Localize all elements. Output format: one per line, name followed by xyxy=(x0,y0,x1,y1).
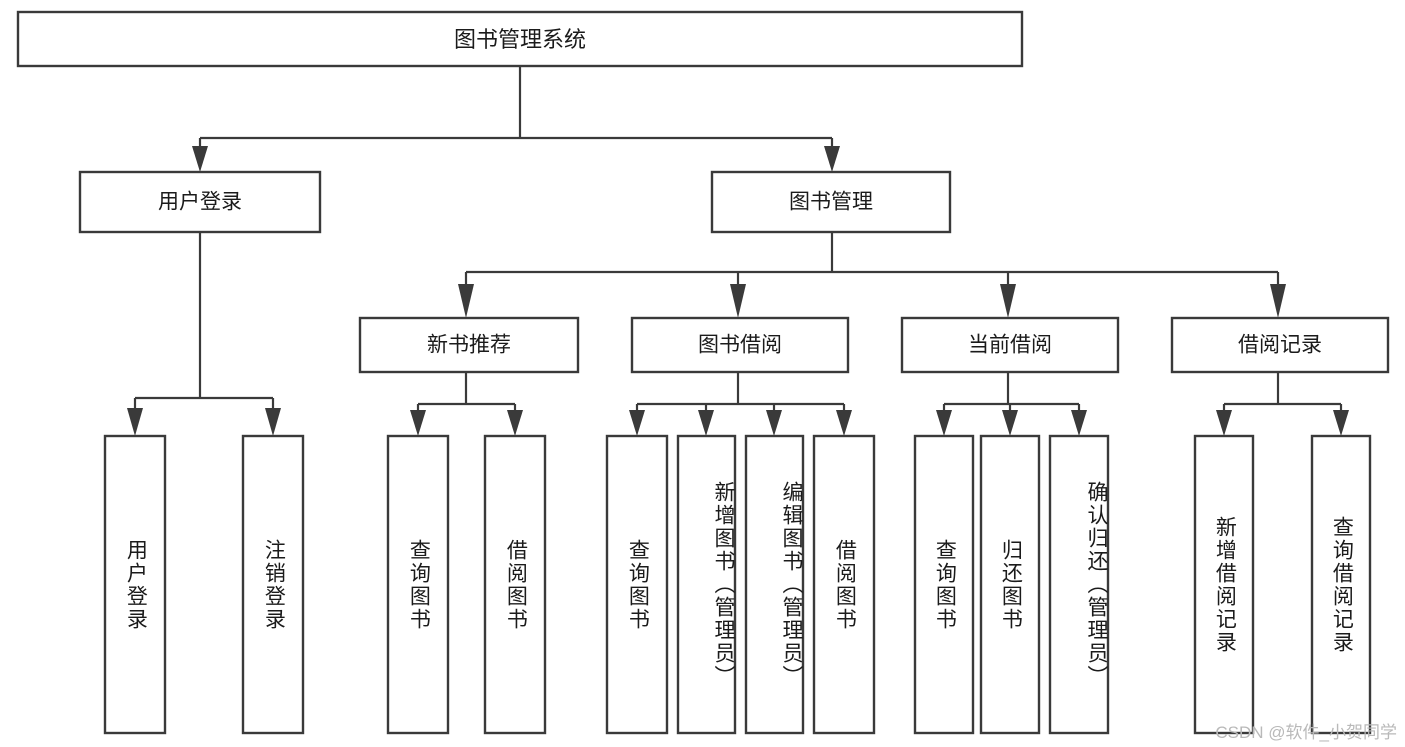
arrow-to-user-login-icon xyxy=(192,146,208,172)
node-root-box[interactable] xyxy=(16,10,1024,68)
connectors-borrow-record-to-leaves xyxy=(1216,372,1349,436)
arrow-leaf-logout-icon xyxy=(265,408,281,436)
connectors-book-borrow-to-leaves xyxy=(629,372,852,436)
arrow-leaf-borrow-book-1-icon xyxy=(507,410,523,436)
node-book-manage-label: 图书管理 xyxy=(789,191,873,214)
arrow-leaf-user-login-icon xyxy=(127,408,143,436)
node-borrow-record-box[interactable] xyxy=(1170,316,1390,374)
node-current-borrow-box[interactable] xyxy=(900,316,1120,374)
node-book-borrow[interactable]: 图书借阅 xyxy=(630,316,850,374)
leaf-borrow-book-1-box[interactable] xyxy=(483,434,547,735)
node-root-label: 图书管理系统 xyxy=(454,27,586,52)
arrow-book-borrow-icon xyxy=(730,284,746,318)
node-book-borrow-label: 图书借阅 xyxy=(698,334,782,357)
leaf-logout-box[interactable] xyxy=(241,434,305,735)
node-borrow-record[interactable]: 借阅记录 xyxy=(1170,316,1390,374)
node-user-login-box[interactable] xyxy=(78,170,322,234)
node-current-borrow[interactable]: 当前借阅 xyxy=(900,316,1120,374)
leaf-add-book-box[interactable] xyxy=(676,434,737,735)
arrow-leaf-query-book-3-icon xyxy=(936,410,952,436)
connectors-root-to-level2 xyxy=(192,66,840,172)
connectors-current-borrow-to-leaves xyxy=(936,372,1087,436)
node-new-book-rec[interactable]: 新书推荐 xyxy=(358,316,580,374)
leaf-edit-book-box[interactable] xyxy=(744,434,805,735)
node-book-manage-box[interactable] xyxy=(710,170,952,234)
arrow-leaf-confirm-return-icon xyxy=(1071,410,1087,436)
leaf-confirm-return-box[interactable] xyxy=(1048,434,1110,735)
leaf-boxes xyxy=(103,434,1372,735)
node-borrow-record-label: 借阅记录 xyxy=(1238,334,1322,357)
leaf-query-record-box[interactable] xyxy=(1310,434,1372,735)
node-root[interactable]: 图书管理系统 xyxy=(16,10,1024,68)
arrow-leaf-add-record-icon xyxy=(1216,410,1232,436)
arrow-leaf-return-book-icon xyxy=(1002,410,1018,436)
node-new-book-rec-label: 新书推荐 xyxy=(427,334,511,357)
leaf-query-book-2-box[interactable] xyxy=(605,434,669,735)
arrow-current-borrow-icon xyxy=(1000,284,1016,318)
node-user-login[interactable]: 用户登录 xyxy=(78,170,322,234)
arrow-leaf-borrow-book-2-icon xyxy=(836,410,852,436)
leaf-borrow-book-2-box[interactable] xyxy=(812,434,876,735)
arrow-leaf-query-book-1-icon xyxy=(410,410,426,436)
arrow-to-book-manage-icon xyxy=(824,146,840,172)
leaf-user-login-box[interactable] xyxy=(103,434,167,735)
node-user-login-label: 用户登录 xyxy=(158,191,242,214)
arrow-leaf-edit-book-icon xyxy=(766,410,782,436)
node-current-borrow-label: 当前借阅 xyxy=(968,334,1052,357)
leaf-query-book-3-box[interactable] xyxy=(913,434,975,735)
arrow-new-book-rec-icon xyxy=(458,284,474,318)
connectors-user-login-to-leaves xyxy=(127,232,281,436)
node-book-manage[interactable]: 图书管理 xyxy=(710,170,952,234)
leaf-add-record-box[interactable] xyxy=(1193,434,1255,735)
csdn-watermark: CSDN @软件_小贺同学 xyxy=(1215,723,1397,742)
leaf-query-book-1-box[interactable] xyxy=(386,434,450,735)
node-new-book-rec-box[interactable] xyxy=(358,316,580,374)
leaf-return-book-box[interactable] xyxy=(979,434,1041,735)
arrow-borrow-record-icon xyxy=(1270,284,1286,318)
connectors-book-manage-to-level3 xyxy=(458,232,1286,318)
arrow-leaf-query-record-icon xyxy=(1333,410,1349,436)
arrow-leaf-query-book-2-icon xyxy=(629,410,645,436)
connectors-new-book-rec-to-leaves xyxy=(410,372,523,436)
node-book-borrow-box[interactable] xyxy=(630,316,850,374)
arrow-leaf-add-book-icon xyxy=(698,410,714,436)
